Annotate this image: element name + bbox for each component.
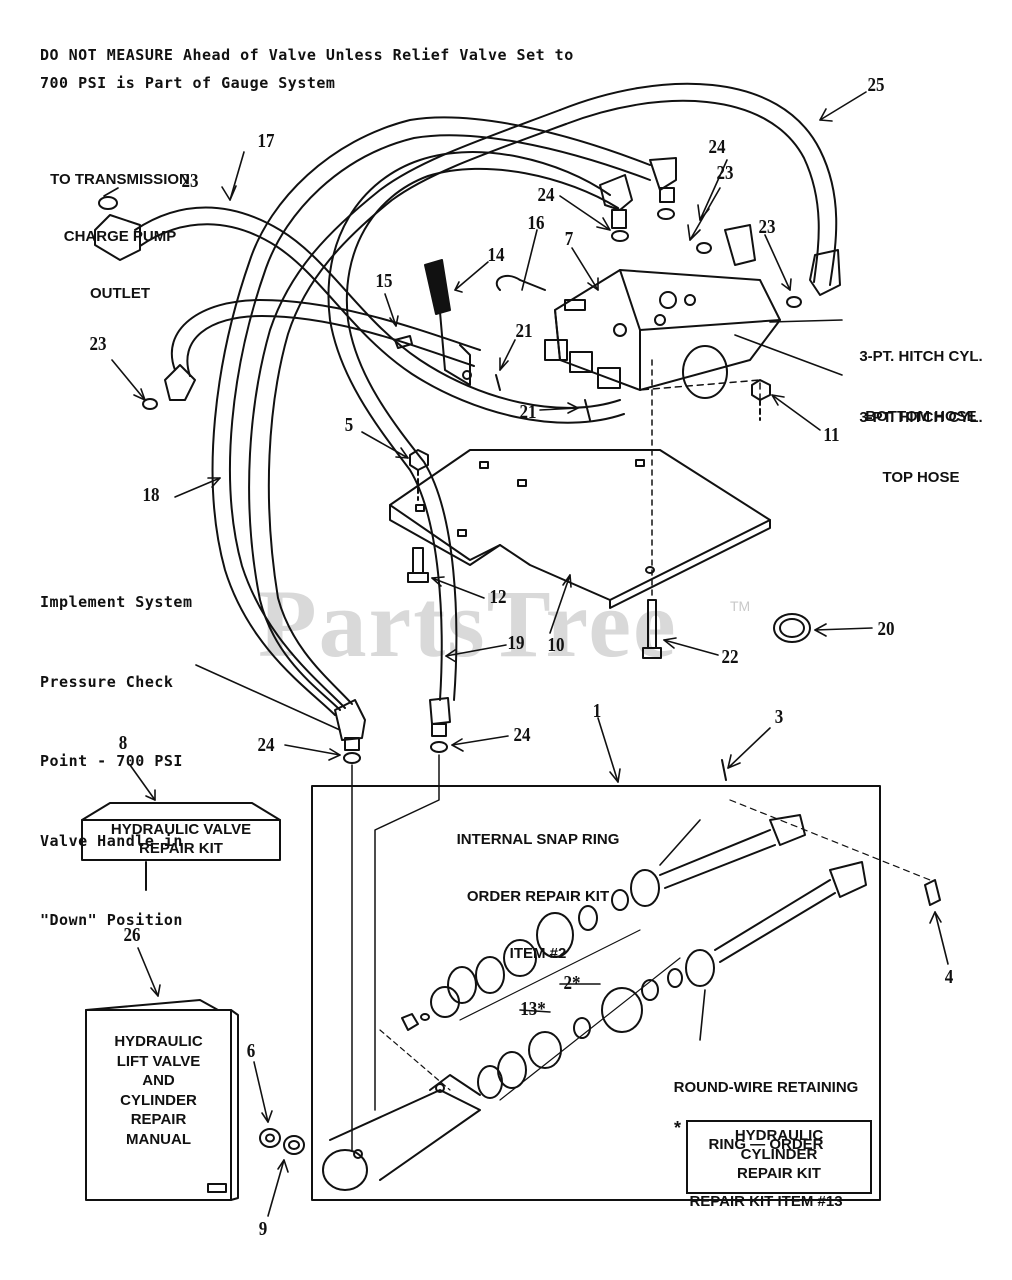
callout-24: 24: [257, 734, 275, 756]
hose-19: [327, 151, 619, 701]
callout-14: 14: [487, 244, 505, 266]
callout-2: 2*: [563, 972, 581, 994]
watermark: PartsTree: [258, 570, 678, 677]
callout-1: 1: [592, 700, 602, 722]
parts-6-9: [259, 1128, 305, 1155]
manual-line: MANUAL: [126, 1130, 191, 1148]
callout-23: 23: [716, 162, 734, 184]
cylinder-kit-line: HYDRAULIC: [734, 1127, 824, 1144]
callout-7: 7: [564, 228, 574, 250]
round-wire-line: RING — ORDER: [708, 1136, 824, 1153]
callout-19: 19: [507, 632, 525, 654]
callout-26: 26: [123, 924, 141, 946]
snap-ring-line: ITEM #2: [509, 945, 567, 962]
top-warning-line1: DO NOT MEASURE Ahead of Valve Unless Rel…: [40, 46, 574, 64]
callout-10: 10: [547, 634, 565, 656]
hose-25: [248, 82, 838, 711]
hose-18: [211, 116, 651, 716]
manual-line: REPAIR: [130, 1111, 187, 1128]
callout-21: 21: [515, 320, 533, 342]
round-wire-line: REPAIR KIT ITEM #13: [689, 1193, 843, 1210]
callout-17: 17: [257, 130, 275, 152]
callout-25: 25: [867, 74, 885, 96]
pressure-check-line: Point - 700 PSI: [40, 752, 183, 770]
cylinder-kit-line: CYLINDER: [740, 1146, 818, 1163]
hitch-bottom-line: 3-PT. HITCH CYL.: [859, 348, 983, 365]
callout-8: 8: [118, 732, 128, 754]
manual-line: AND: [142, 1072, 175, 1089]
transmission-label-line: OUTLET: [90, 285, 150, 302]
hitch-bottom-line: BOTTOM HOSE: [865, 408, 977, 425]
cylinder-kit-line: REPAIR KIT: [737, 1165, 821, 1182]
hitch-top-label: 3-PT. HITCH CYL. TOP HOSE: [842, 368, 1000, 528]
pressure-check-note: Implement System Pressure Check Point - …: [40, 536, 193, 987]
hose-fittings-bottom: [334, 697, 451, 1151]
callout-24: 24: [513, 724, 531, 746]
callout-18: 18: [142, 484, 160, 506]
pressure-check-line: Implement System: [40, 593, 193, 611]
cylinder-box: [311, 759, 941, 1201]
valve-kit-box: [81, 802, 281, 891]
valve-body: [544, 269, 781, 399]
snap-ring-line: ORDER REPAIR KIT: [466, 888, 610, 905]
pressure-check-line: Pressure Check: [40, 672, 174, 691]
cylinder-kit-label: HYDRAULIC CYLINDER REPAIR KIT: [686, 1126, 872, 1183]
callout-23: 23: [181, 170, 199, 192]
top-warning-line2: 700 PSI is Part of Gauge System: [40, 74, 336, 92]
callout-11: 11: [823, 424, 840, 446]
watermark-tm: TM: [730, 598, 751, 614]
snap-ring-label: INTERNAL SNAP RING ORDER REPAIR KIT ITEM…: [438, 792, 638, 1001]
callout-23: 23: [758, 216, 776, 238]
pressure-check-line: Valve Handle in: [40, 831, 183, 850]
callout-20: 20: [877, 618, 895, 640]
mounting-plate: [389, 449, 771, 609]
manual-line: CYLINDER: [120, 1091, 197, 1109]
hardware: [407, 359, 771, 659]
valve-kit-line: HYDRAULIC VALVE: [110, 821, 252, 838]
transmission-label-line: CHARGE PUMP: [63, 228, 177, 245]
valve-kit-line: REPAIR KIT: [139, 840, 223, 857]
snap-ring-line: INTERNAL SNAP RING: [456, 831, 620, 848]
manual-line: HYDRAULIC: [114, 1033, 203, 1050]
callout-3: 3: [774, 706, 784, 728]
callout-15: 15: [375, 270, 393, 292]
round-wire-label: ROUND-WIRE RETAINING RING — ORDER REPAIR…: [652, 1040, 880, 1249]
callout-6: 6: [246, 1040, 256, 1062]
manual-label: HYDRAULIC LIFT VALVE AND CYLINDER REPAIR…: [86, 1032, 231, 1149]
callout-23: 23: [89, 333, 107, 355]
callout-5: 5: [344, 414, 354, 436]
callout-12: 12: [489, 586, 507, 608]
cylinder-kit-star: *: [674, 1118, 682, 1138]
hose-17: [94, 196, 625, 424]
valve-handle: [394, 259, 591, 421]
hitch-bottom-label: 3-PT. HITCH CYL. BOTTOM HOSE: [842, 307, 1000, 467]
hitch-top-line: TOP HOSE: [882, 469, 960, 486]
valve-kit-label: HYDRAULIC VALVE REPAIR KIT: [82, 820, 280, 858]
callout-24: 24: [708, 136, 726, 158]
clamp-20: [773, 613, 811, 643]
cylinder-kit-box: [686, 1120, 872, 1194]
manual-line: LIFT VALVE: [116, 1052, 201, 1070]
callout-22: 22: [721, 646, 739, 668]
transmission-label-line: TO TRANSMISSION: [50, 171, 190, 188]
hose-lower-left: [142, 299, 481, 410]
hitch-top-line: 3-PT. HITCH CYL.: [859, 409, 983, 426]
callout-9: 9: [258, 1218, 268, 1240]
callout-24: 24: [537, 184, 555, 206]
leader-arrows: [103, 91, 949, 1217]
callout-13: 13*: [520, 998, 546, 1020]
callout-16: 16: [527, 212, 545, 234]
pressure-check-line: "Down" Position: [40, 911, 183, 929]
callout-21: 21: [519, 401, 537, 423]
round-wire-line: ROUND-WIRE RETAINING: [673, 1079, 859, 1096]
callout-4: 4: [944, 966, 954, 988]
transmission-label: TO TRANSMISSION CHARGE PUMP OUTLET: [30, 132, 210, 341]
manual-book: [85, 999, 239, 1201]
fittings-top: [599, 157, 841, 308]
